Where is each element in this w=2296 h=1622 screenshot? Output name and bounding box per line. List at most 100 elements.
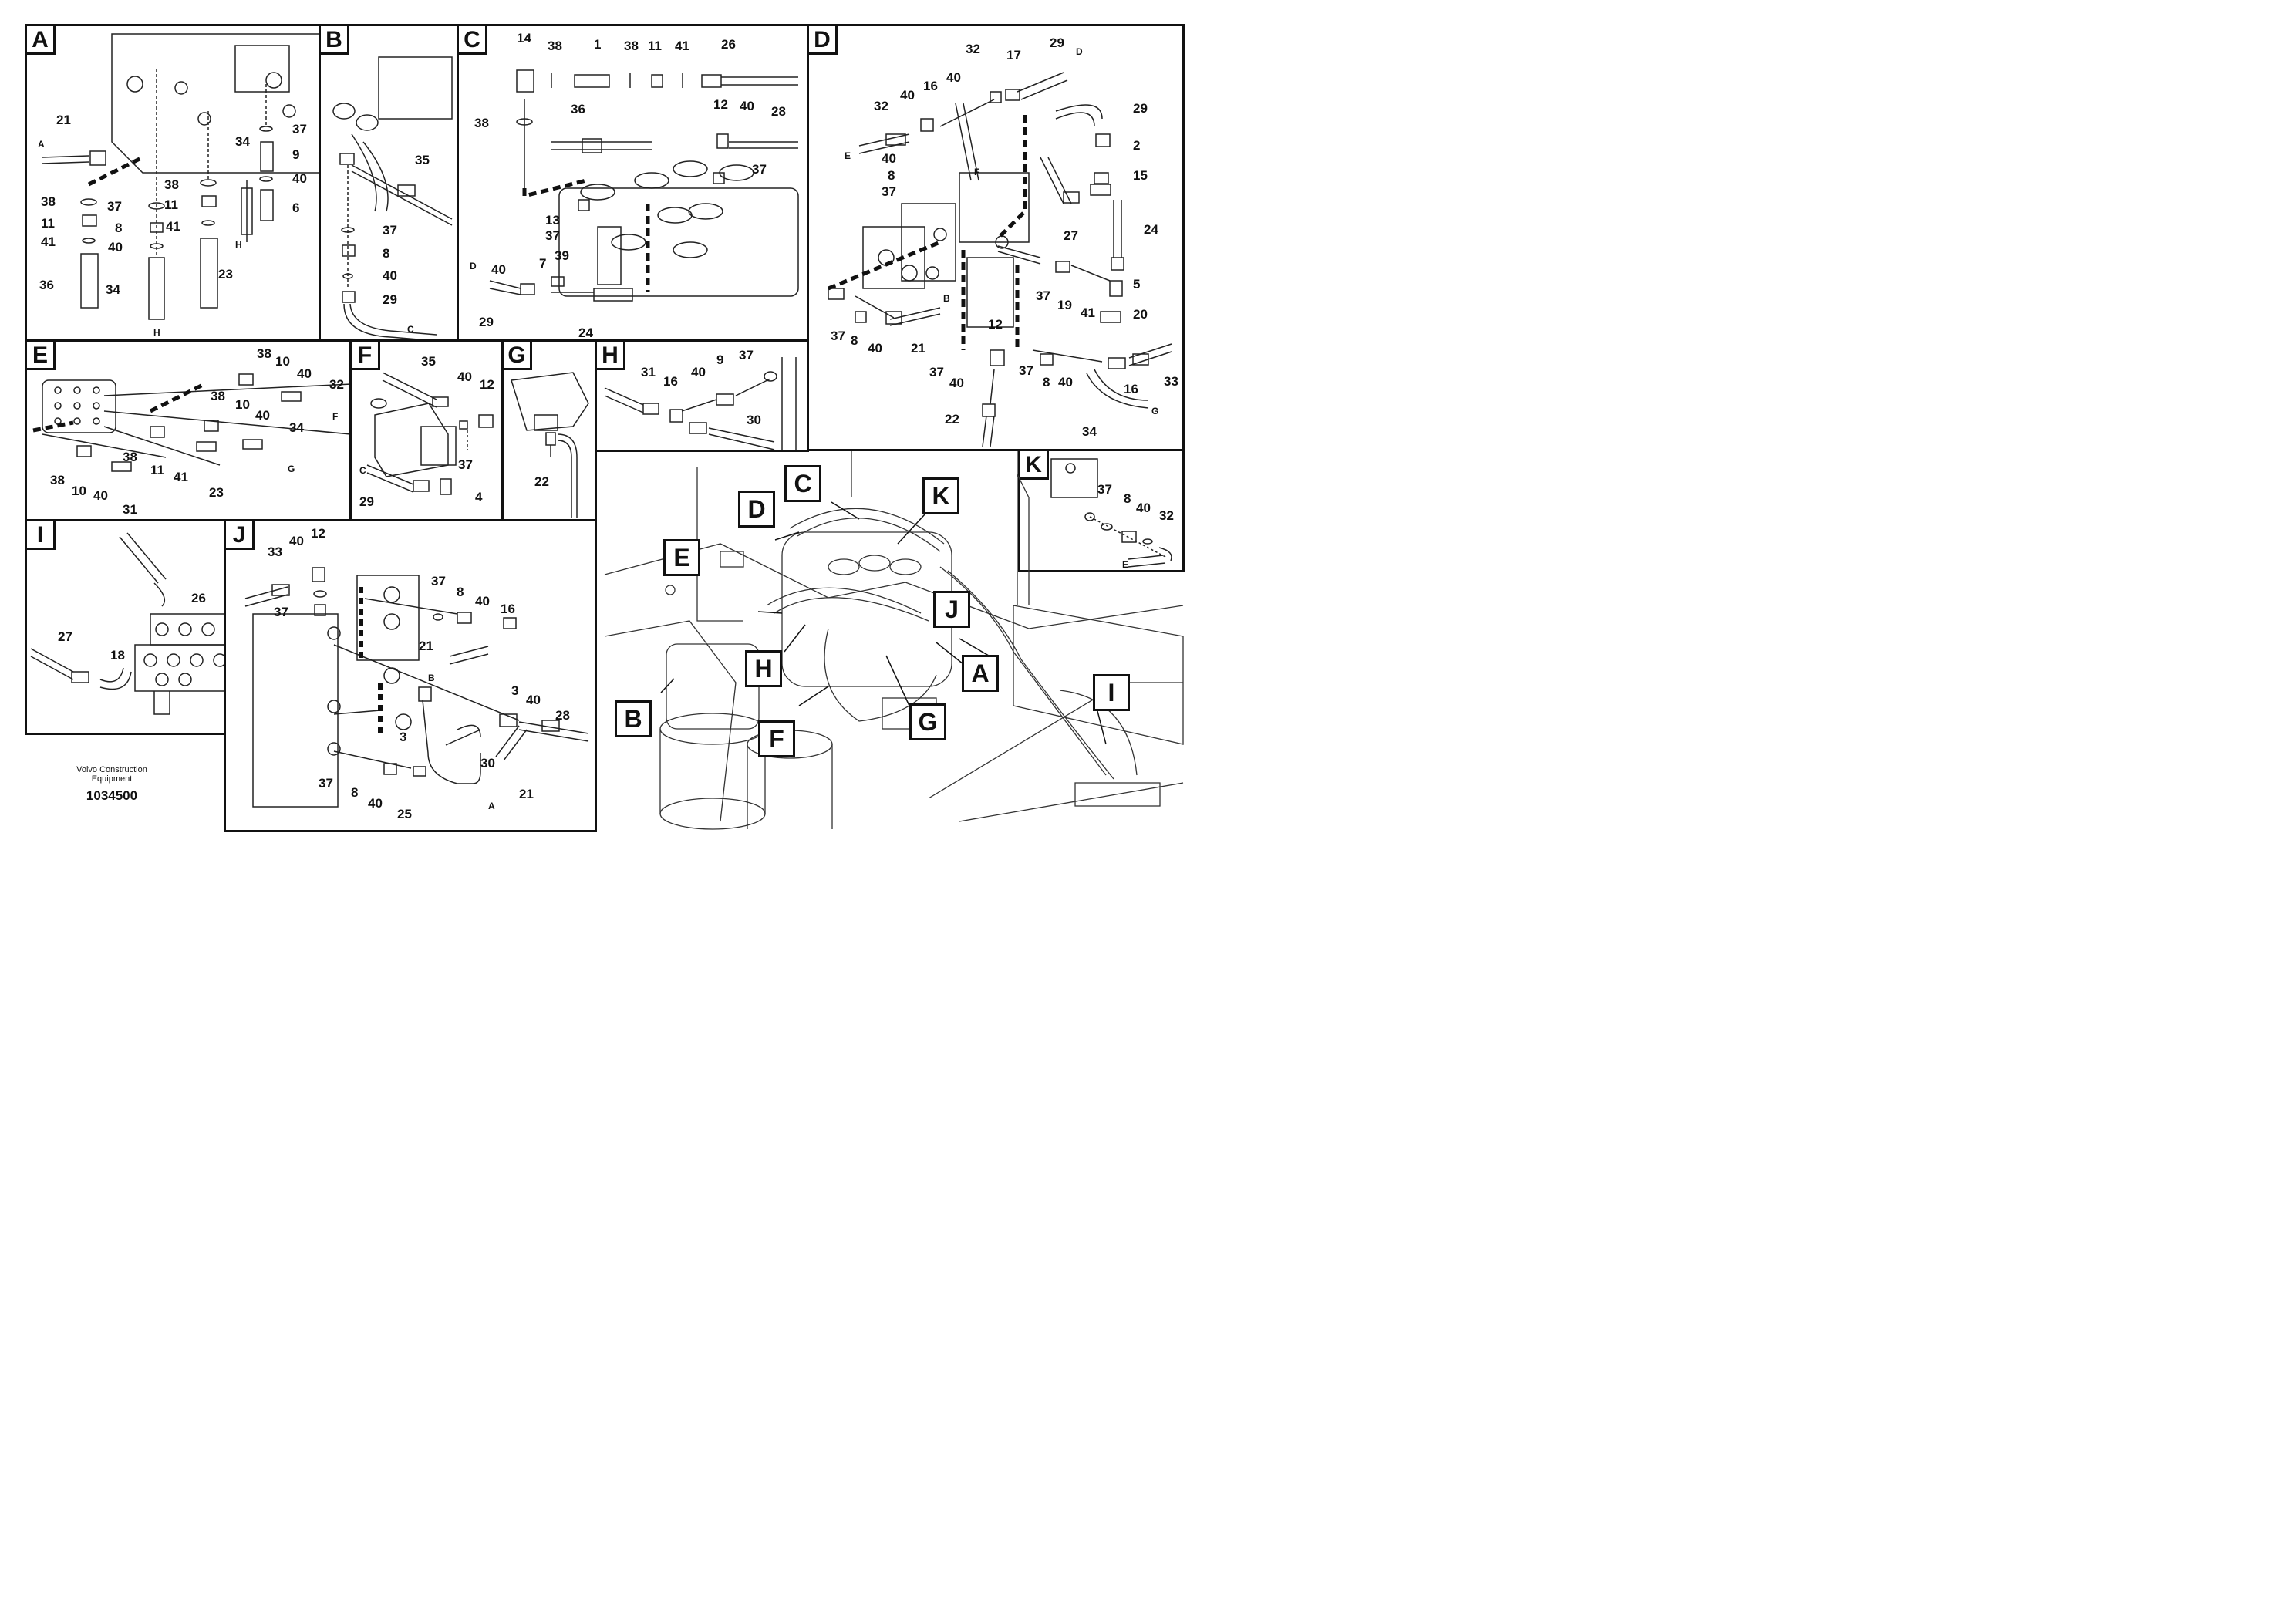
part-number: 1034500 (86, 788, 138, 803)
callout: 21 (56, 113, 71, 127)
callout: 8 (1124, 491, 1131, 506)
callout: 38 (474, 116, 489, 130)
overview-label-c: C (784, 465, 821, 502)
panel-a: A 21 38 11 41 36 37 8 40 34 38 11 41 23 … (25, 24, 321, 342)
callout: 16 (663, 374, 678, 389)
callout: 3 (400, 730, 407, 744)
callout: 37 (292, 122, 307, 137)
callout: 5 (1133, 277, 1141, 292)
callout: 3 (511, 683, 519, 698)
overview-label-i: I (1093, 674, 1130, 711)
panel-k: K 37 8 40 32 E (1018, 449, 1185, 572)
overview-label-h: H (745, 650, 782, 687)
callout: 40 (108, 240, 123, 255)
callout: 38 (164, 177, 179, 192)
panel-a-label: A (27, 26, 56, 55)
callout: 17 (1006, 48, 1021, 62)
overview-label-e: E (663, 539, 700, 576)
callout: 37 (107, 199, 122, 214)
callout: 22 (534, 474, 549, 489)
callout: 9 (716, 352, 724, 367)
panel-f-drawing (366, 372, 494, 495)
end-label: H (153, 327, 160, 338)
callout: 40 (900, 88, 915, 103)
callout: 39 (555, 248, 569, 263)
callout: 37 (739, 348, 754, 363)
callout: 34 (289, 420, 304, 435)
callout: 37 (545, 228, 560, 243)
callout: 40 (292, 171, 307, 186)
callout: 26 (191, 591, 206, 605)
callout: 29 (383, 292, 397, 307)
panel-d-drawing (828, 72, 1172, 447)
callout: 8 (457, 585, 464, 599)
callout: 30 (747, 413, 761, 427)
panel-f-label: F (352, 342, 380, 370)
panel-h-drawing (604, 357, 797, 450)
overview-label-b: B (615, 700, 652, 737)
callout: 37 (319, 776, 333, 791)
end-label: E (1122, 559, 1129, 570)
callout: 4 (475, 490, 483, 504)
callout: 28 (771, 104, 786, 119)
callout: 21 (519, 787, 534, 801)
callout: 40 (368, 796, 383, 811)
panel-b: B 35 37 8 40 29 C (319, 24, 459, 342)
panel-i: I 26 27 18 (25, 519, 226, 735)
callout: 10 (235, 397, 250, 412)
callout: 41 (174, 470, 188, 484)
callout: 40 (93, 488, 108, 503)
callout: 10 (72, 484, 86, 498)
callout: 40 (868, 341, 882, 356)
end-label: G (288, 464, 295, 474)
callout: 40 (882, 151, 896, 166)
callout: 8 (1043, 375, 1050, 389)
panel-b-drawing (332, 56, 453, 339)
end-label: D (1076, 46, 1083, 57)
callout: 40 (457, 369, 472, 384)
callout: 18 (110, 648, 125, 663)
panel-j-drawing (244, 567, 589, 808)
callout: 40 (297, 366, 312, 381)
callout: 12 (311, 526, 325, 541)
callout: 11 (164, 197, 178, 212)
end-label: A (38, 139, 45, 150)
callout: 41 (675, 39, 689, 53)
callout: 34 (235, 134, 250, 149)
callout: 22 (945, 412, 959, 427)
overview-label-g: G (909, 703, 946, 740)
panel-g-label: G (504, 342, 532, 370)
callout: 33 (1164, 374, 1178, 389)
callout: 37 (383, 223, 397, 238)
callout: 25 (397, 807, 412, 821)
callout: 24 (1144, 222, 1158, 237)
callout: 23 (209, 485, 224, 500)
manufacturer-footer: Volvo Construction Equipment 1034500 (62, 765, 162, 804)
panel-a-drawing (42, 33, 319, 320)
panel-d-label: D (809, 26, 838, 55)
callout: 40 (255, 408, 270, 423)
panel-k-drawing (1050, 458, 1172, 568)
callout: 2 (1133, 138, 1141, 153)
callout: 33 (268, 545, 282, 559)
callout: 12 (988, 317, 1003, 332)
panel-i-label: I (27, 521, 56, 550)
callout: 32 (874, 99, 888, 113)
callout: 28 (555, 708, 570, 723)
end-label: A (488, 801, 495, 811)
callout: 7 (539, 256, 547, 271)
callout: 37 (929, 365, 944, 379)
panel-j-label: J (226, 521, 255, 550)
panel-h-label: H (597, 342, 625, 370)
callout: 8 (888, 168, 895, 183)
callout: 24 (578, 325, 593, 340)
callout: 31 (641, 365, 656, 379)
callout: 38 (123, 450, 137, 464)
callout: 10 (275, 354, 290, 369)
callout: 38 (211, 389, 225, 403)
end-label: B (943, 293, 950, 304)
callout: 8 (383, 246, 390, 261)
callout: 29 (1133, 101, 1148, 116)
panel-j: J 33 40 12 37 37 8 40 16 21 3 3 40 28 30… (224, 519, 597, 832)
brand-line-1: Volvo Construction (76, 765, 147, 774)
